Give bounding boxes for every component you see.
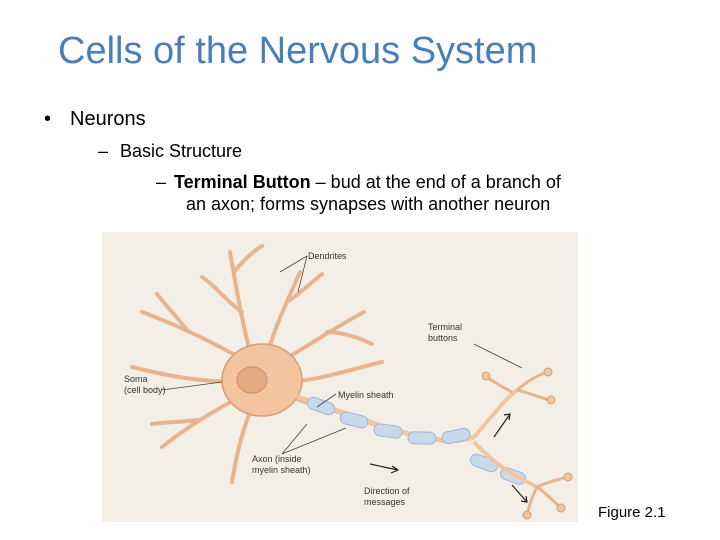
label-cell-body: (cell body) <box>124 385 166 395</box>
axon-branch-lower <box>472 440 538 489</box>
dash-marker: – <box>156 172 167 192</box>
label-terminal: Terminal <box>428 322 462 332</box>
term-definition-continued: an axon; forms synapses with another neu… <box>186 194 551 214</box>
label-dendrites: Dendrites <box>308 251 347 261</box>
slide-title: Cells of the Nervous System <box>58 30 538 72</box>
bullet-neurons: • Neurons <box>44 108 146 131</box>
terminal-branches <box>486 370 568 515</box>
myelin-sheath-group <box>306 396 527 485</box>
figure-caption: Figure 2.1 <box>598 504 666 521</box>
label-axon-sheath: myelin sheath) <box>252 465 311 475</box>
bullet-text: Neurons <box>70 108 146 130</box>
label-buttons: buttons <box>428 333 458 343</box>
dash-marker: – <box>98 141 109 161</box>
term-definition: – bud at the end of a branch of <box>310 172 561 192</box>
neuron-diagram: Dendrites Terminal buttons Soma (cell bo… <box>124 244 573 520</box>
subbullet-text: Basic Structure <box>120 141 243 161</box>
bullet-marker: • <box>44 108 52 130</box>
label-myelin-sheath: Myelin sheath <box>338 390 394 400</box>
label-axon: Axon (inside <box>252 454 302 464</box>
subsubbullet-terminal-button: –Terminal Button – bud at the end of a b… <box>156 171 561 215</box>
label-messages: messages <box>364 497 406 507</box>
nucleus-shape <box>236 366 268 394</box>
label-direction: Direction of <box>364 486 410 496</box>
label-soma: Soma <box>124 374 148 384</box>
term-terminal-button: Terminal Button <box>174 172 311 192</box>
leader-lines <box>161 255 523 455</box>
terminal-buttons <box>481 367 573 520</box>
neuron-figure: Dendrites Terminal buttons Soma (cell bo… <box>102 232 578 522</box>
axon-branch-upper <box>472 388 519 439</box>
subbullet-basic-structure: –Basic Structure <box>98 141 242 162</box>
direction-arrows <box>369 413 528 503</box>
